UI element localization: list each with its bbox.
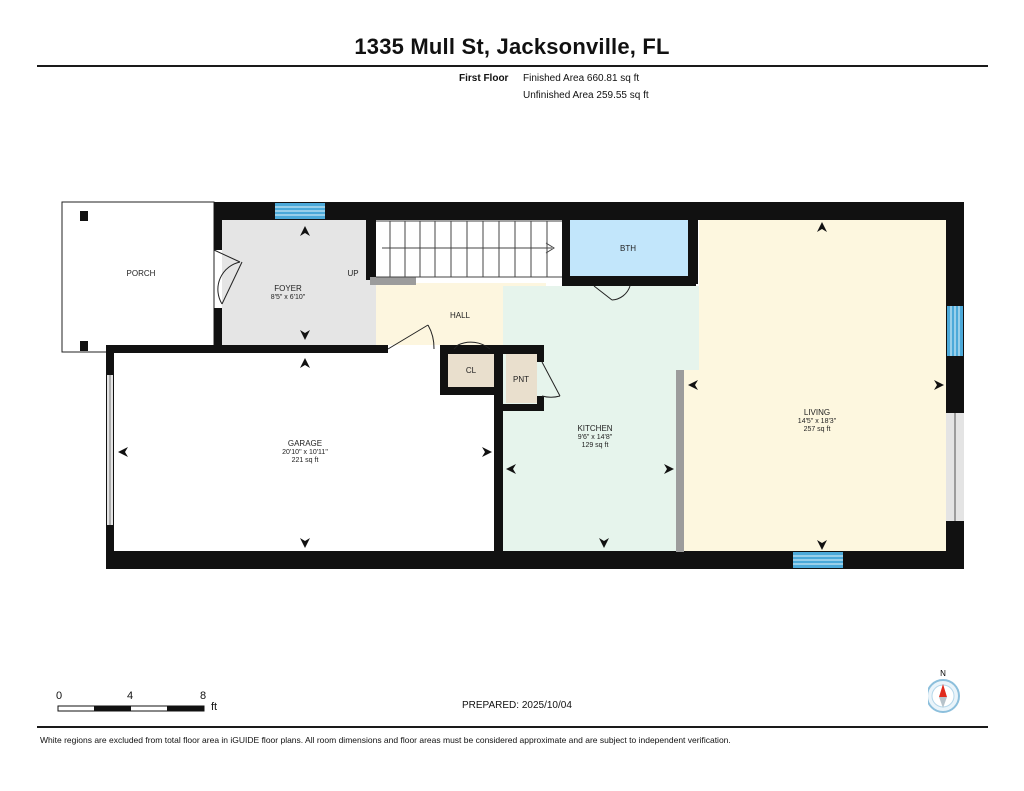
unfinished-area: Unfinished Area 259.55 sq ft bbox=[523, 90, 649, 101]
foyer-dims: 8'5" x 6'10" bbox=[271, 294, 306, 301]
header-rule bbox=[37, 65, 988, 67]
living-fill bbox=[699, 220, 946, 552]
living-area: 257 sq ft bbox=[804, 426, 831, 433]
pantry-label: PNT bbox=[513, 375, 529, 384]
doors bbox=[213, 249, 631, 398]
page-title: 1335 Mull St, Jacksonville, FL bbox=[354, 34, 670, 59]
staircase bbox=[376, 220, 562, 278]
scale-tick-0: 0 bbox=[56, 690, 63, 702]
porch-outline bbox=[61, 201, 215, 353]
compass-needle-north bbox=[939, 684, 947, 697]
bath-label: BTH bbox=[620, 244, 636, 253]
kitchen-fill bbox=[503, 286, 699, 552]
bath-fill bbox=[570, 220, 688, 277]
finished-area: Finished Area 660.81 sq ft bbox=[523, 73, 640, 84]
footer-rule bbox=[37, 726, 988, 728]
windows bbox=[275, 203, 963, 568]
garage-dims: 20'10" x 10'11" bbox=[282, 449, 328, 456]
scale-tick-8: 8 bbox=[200, 690, 207, 702]
stairs-up-label: UP bbox=[347, 269, 358, 278]
walls bbox=[106, 202, 964, 569]
compass-north-label: N bbox=[940, 669, 946, 678]
kitchen-partition bbox=[676, 370, 684, 552]
scale-unit: ft bbox=[211, 701, 218, 713]
prepared-date: PREPARED: 2025/10/04 bbox=[462, 700, 572, 711]
closet-fill bbox=[448, 353, 494, 387]
compass-needle-south bbox=[939, 697, 947, 708]
living-dims: 14'5" x 18'3" bbox=[798, 418, 837, 425]
hall-label: HALL bbox=[450, 311, 471, 320]
porch-label: PORCH bbox=[127, 269, 156, 278]
pantry-fill bbox=[506, 354, 537, 403]
foyer-label: FOYER bbox=[274, 284, 302, 293]
dimension-arrows bbox=[118, 222, 944, 550]
garage-area: 221 sq ft bbox=[292, 457, 319, 464]
stair-landing bbox=[370, 277, 416, 285]
floor-label: First Floor bbox=[459, 73, 509, 84]
kitchen-dims: 9'6" x 14'8" bbox=[578, 434, 613, 441]
foyer-fill bbox=[222, 220, 376, 345]
closet-label: CL bbox=[466, 366, 477, 375]
kitchen-area: 129 sq ft bbox=[582, 442, 609, 449]
scale-tick-4: 4 bbox=[127, 690, 134, 702]
porch-post bbox=[80, 211, 88, 221]
compass: N bbox=[926, 668, 968, 721]
porch-post bbox=[80, 341, 88, 351]
kitchen-label: KITCHEN bbox=[577, 424, 612, 433]
scale-bar bbox=[57, 705, 205, 712]
garage-label: GARAGE bbox=[288, 439, 322, 448]
disclaimer: White regions are excluded from total fl… bbox=[40, 735, 731, 745]
stairs-fill bbox=[376, 220, 562, 282]
living-label: LIVING bbox=[804, 408, 830, 417]
living-fill-lower bbox=[684, 370, 704, 552]
